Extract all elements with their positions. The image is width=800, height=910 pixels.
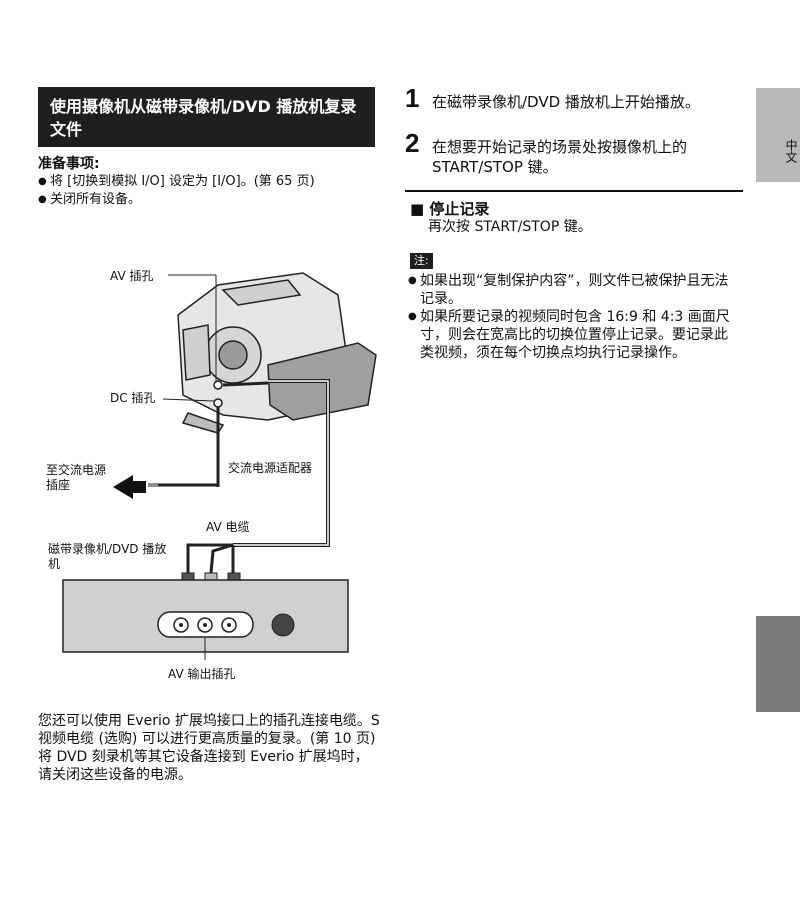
av-out-jacks-label: AV 输出插孔 xyxy=(168,667,236,681)
dc-jack-label: DC 插孔 xyxy=(110,391,156,405)
section-index-tab xyxy=(756,616,800,712)
notes-list: 如果出现“复制保护内容”，则文件已被保护且无法记录。 如果所要记录的视频同时包含… xyxy=(408,272,738,362)
av-jack-label: AV 插孔 xyxy=(110,269,154,283)
ac-adapter-label: 交流电源适配器 xyxy=(228,461,313,475)
camera-connection-illustration xyxy=(62,272,377,660)
camcorder-illustration xyxy=(177,272,377,434)
prep-item: 将 [切换到模拟 I/O] 设定为 [I/O]。(第 65 页) xyxy=(38,173,378,191)
stop-recording-block: 停止记录 再次按 START/STOP 键。 xyxy=(410,200,592,236)
section-title: 使用摄像机从磁带录像机/DVD 播放机复录文件 xyxy=(38,87,375,147)
stop-recording-text: 再次按 START/STOP 键。 xyxy=(428,219,592,235)
language-tab[interactable]: 中文 xyxy=(756,88,800,182)
preparation-block: 准备事项: 将 [切换到模拟 I/O] 设定为 [I/O]。(第 65 页) 关… xyxy=(38,155,378,209)
note-badge: 注: xyxy=(410,253,433,269)
section-divider xyxy=(405,190,743,192)
step-number: 1 xyxy=(405,83,420,113)
vcr-dvd-player-label: 磁带录像机/DVD 播放机 xyxy=(48,542,167,571)
stop-recording-title: 停止记录 xyxy=(410,200,592,218)
language-tab-label: 中文 xyxy=(784,139,798,163)
connection-diagram: AV 插孔 DC 插孔 至交流电源插座 交流电源适配器 AV 电缆 磁带录像机/… xyxy=(38,255,388,695)
note-item: 如果所要记录的视频同时包含 16:9 和 4:3 画面尺寸，则会在宽高比的切换位… xyxy=(408,308,738,362)
step-text: 在想要开始记录的场景处按摄像机上的 START/STOP 键。 xyxy=(432,138,688,176)
note-item: 如果出现“复制保护内容”，则文件已被保护且无法记录。 xyxy=(408,272,738,308)
prep-item: 关闭所有设备。 xyxy=(38,191,378,209)
to-ac-outlet-label: 至交流电源插座 xyxy=(46,463,107,492)
av-cable-label: AV 电缆 xyxy=(206,520,250,534)
step-number: 2 xyxy=(405,128,420,158)
preparation-title: 准备事项: xyxy=(38,156,100,172)
extra-info-paragraph: 您还可以使用 Everio 扩展坞接口上的插孔连接电缆。S 视频电缆 (选购) … xyxy=(38,713,380,783)
step-text: 在磁带录像机/DVD 播放机上开始播放。 xyxy=(432,93,700,111)
